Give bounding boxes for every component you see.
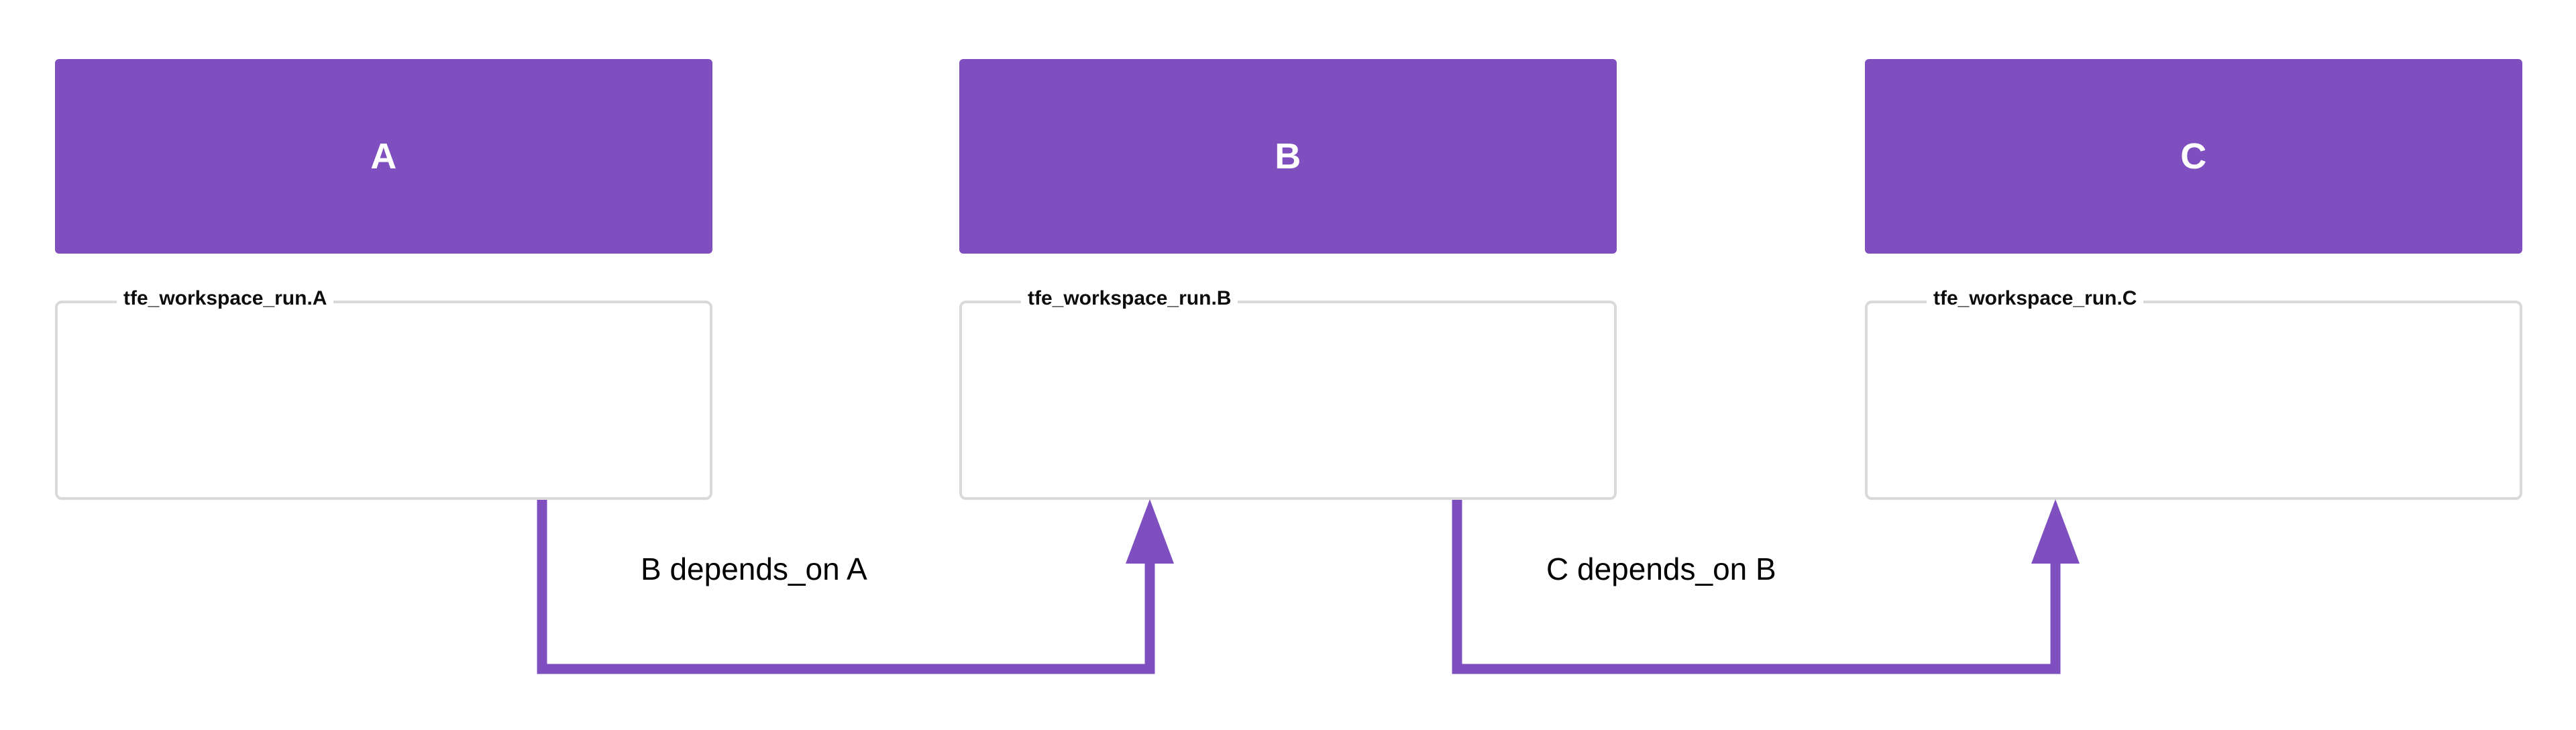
module-group-c[interactable]: tfe_workspace_run.C <box>1865 289 2522 500</box>
edge-label-b-depends-on-a: B depends_on A <box>641 552 867 586</box>
module-group-b[interactable]: tfe_workspace_run.B <box>959 289 1617 500</box>
node-header-a[interactable]: A <box>55 59 712 254</box>
module-group-label-b: tfe_workspace_run.B <box>1021 289 1238 309</box>
edge-label-c-depends-on-b: C depends_on B <box>1546 552 1776 586</box>
node-header-label-c: C <box>2180 136 2207 176</box>
module-group-label-a: tfe_workspace_run.A <box>117 289 334 309</box>
node-header-b[interactable]: B <box>959 59 1617 254</box>
module-group-a[interactable]: tfe_workspace_run.A <box>55 289 712 500</box>
module-group-label-c: tfe_workspace_run.C <box>1927 289 2144 309</box>
node-header-label-b: B <box>1275 136 1301 176</box>
node-header-label-a: A <box>370 136 397 176</box>
node-header-c[interactable]: C <box>1865 59 2522 254</box>
